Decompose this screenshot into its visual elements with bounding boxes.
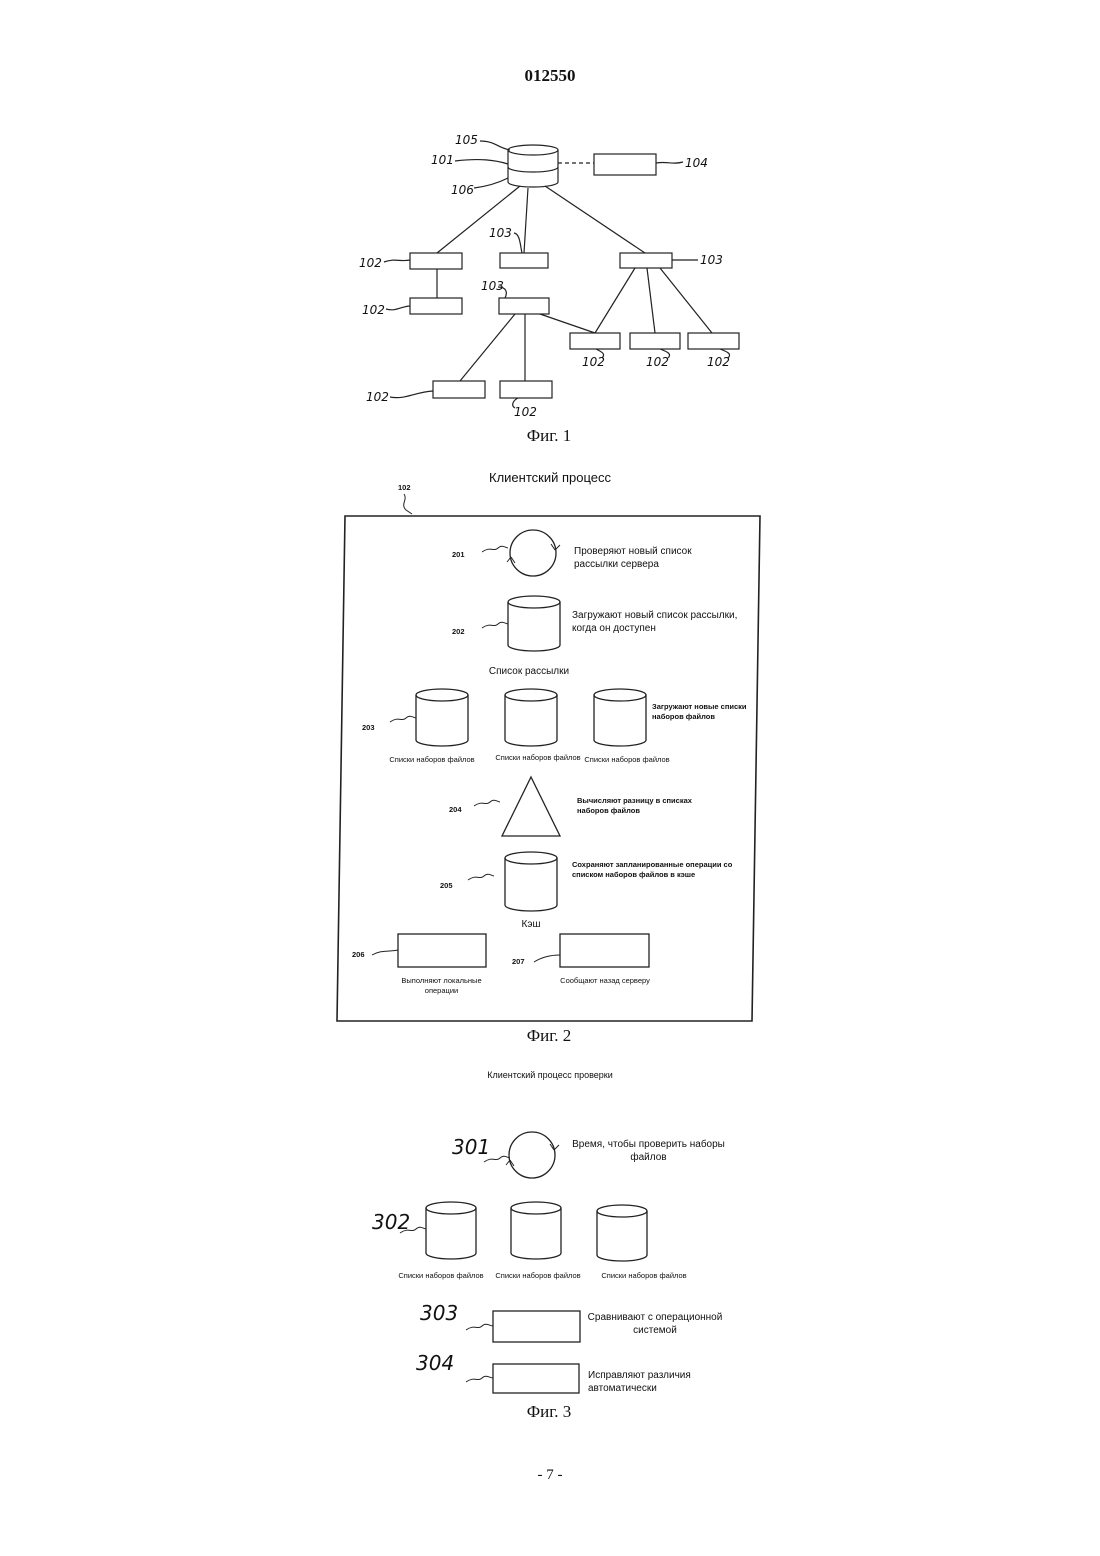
fig2-step-202-caption: Список рассылки xyxy=(474,665,584,678)
fig2-step-207-number: 207 xyxy=(512,957,525,967)
fig1-box-102-a xyxy=(410,253,462,269)
document-number: 012550 xyxy=(0,66,1100,86)
fig2-delta-icon xyxy=(502,777,560,836)
fig1-box-103-a xyxy=(500,253,548,268)
fig1-label-102: 102 xyxy=(582,355,605,369)
fig3-step-304-number: 304 xyxy=(416,1351,454,1375)
fig2-step-206-text: Выполняют локальные операции xyxy=(384,976,499,996)
fig1-label-102: 102 xyxy=(362,303,385,317)
fig1-server-cylinder xyxy=(508,145,558,187)
fig2-fileset-cylinder xyxy=(594,689,646,746)
fig1-box-102-c xyxy=(433,381,485,398)
fig3-fileset-cylinder xyxy=(597,1205,647,1261)
fig3-step-302-caption-b: Списки наборов файлов xyxy=(488,1271,588,1281)
fig2-cache-cylinder xyxy=(505,852,557,911)
fig2-fileset-cylinder xyxy=(505,689,557,746)
fig2-step-203-caption-a: Списки наборов файлов xyxy=(382,755,482,765)
fig2-frame-label: 102 xyxy=(398,483,411,493)
fig1-label-103: 103 xyxy=(489,226,512,240)
fig3-caption: Фиг. 3 xyxy=(489,1402,609,1422)
fig2-box-207 xyxy=(560,934,649,967)
fig1-box-104 xyxy=(594,154,656,175)
fig3-cycle-icon xyxy=(509,1132,555,1178)
fig1-box-102-g xyxy=(688,333,739,349)
fig2-step-204-number: 204 xyxy=(449,805,462,815)
fig2-step-205-caption: Кэш xyxy=(506,918,556,931)
fig2-step-201-number: 201 xyxy=(452,550,465,560)
fig3-box-304 xyxy=(493,1364,579,1393)
fig1-box-102-b xyxy=(410,298,462,314)
fig1-label-102: 102 xyxy=(646,355,669,369)
fig2-title: Клиентский процесс xyxy=(430,470,670,485)
fig1-box-102-d xyxy=(500,381,552,398)
fig2-mailing-list-cylinder xyxy=(508,596,560,651)
fig3-step-302-number: 302 xyxy=(372,1210,410,1234)
fig2-step-201-text: Проверяют новый список рассылки сервера xyxy=(574,545,724,571)
fig2-step-206-number: 206 xyxy=(352,950,365,960)
fig3-step-302-caption-a: Списки наборов файлов xyxy=(391,1271,491,1281)
fig2-step-203-caption-c: Списки наборов файлов xyxy=(577,755,677,765)
fig1-label-106: 106 xyxy=(451,183,474,197)
fig1-link xyxy=(647,268,655,333)
fig2-step-203-caption-b: Списки наборов файлов xyxy=(488,753,588,763)
page-number: - 7 - xyxy=(0,1467,1100,1484)
fig3-fileset-cylinder xyxy=(426,1202,476,1259)
fig3-step-301-number: 301 xyxy=(452,1135,490,1159)
fig1-box-103-b xyxy=(499,298,549,314)
fig2-step-205-number: 205 xyxy=(440,881,453,891)
fig2-step-202-text: Загружают новый список рассылки, когда о… xyxy=(572,609,742,635)
fig3-step-304-text: Исправляют различия автоматически xyxy=(588,1369,708,1395)
fig3-step-303-number: 303 xyxy=(420,1301,458,1325)
fig1-link xyxy=(545,186,645,253)
fig3-step-301-text: Время, чтобы проверить наборы файлов xyxy=(566,1138,731,1164)
fig1-label-102: 102 xyxy=(366,390,389,404)
fig2-step-204-text: Вычисляют разницу в списках наборов файл… xyxy=(577,796,717,816)
fig1-label-104: 104 xyxy=(685,156,708,170)
fig1-box-102-f xyxy=(630,333,680,349)
fig3-title: Клиентский процесс проверки xyxy=(430,1070,670,1080)
fig1-link xyxy=(540,314,595,333)
fig1-link xyxy=(437,186,520,253)
fig1-label-102: 102 xyxy=(359,256,382,270)
fig1-label-101: 101 xyxy=(431,153,454,167)
fig2-box-206 xyxy=(398,934,486,967)
fig3-box-303 xyxy=(493,1311,580,1342)
fig3-step-302-caption-c: Списки наборов файлов xyxy=(594,1271,694,1281)
fig1-label-105: 105 xyxy=(455,133,478,147)
fig2-frame xyxy=(337,516,760,1021)
fig1-link xyxy=(660,268,712,333)
fig1-label-102: 102 xyxy=(707,355,730,369)
fig2-step-203-text: Загружают новые списки наборов файлов xyxy=(652,702,752,722)
fig1-link xyxy=(595,268,635,333)
fig1-link xyxy=(524,188,528,253)
fig2-step-205-text: Сохраняют запланированные операции со сп… xyxy=(572,860,757,880)
fig2-caption: Фиг. 2 xyxy=(489,1026,609,1046)
fig1-label-102: 102 xyxy=(514,405,537,419)
fig1-label-103: 103 xyxy=(481,279,504,293)
fig1-link xyxy=(460,314,515,381)
fig1-box-102-e xyxy=(570,333,620,349)
fig2-step-202-number: 202 xyxy=(452,627,465,637)
fig3-fileset-cylinder xyxy=(511,1202,561,1259)
fig3-step-303-text: Сравнивают с операционной системой xyxy=(580,1311,730,1337)
fig1-label-103: 103 xyxy=(700,253,723,267)
fig2-step-207-text: Сообщают назад серверу xyxy=(545,976,665,986)
fig2-cycle-icon xyxy=(510,530,556,576)
fig1-caption: Фиг. 1 xyxy=(489,426,609,446)
fig1-box-103-c xyxy=(620,253,672,268)
fig2-step-203-number: 203 xyxy=(362,723,375,733)
fig2-fileset-cylinder xyxy=(416,689,468,746)
